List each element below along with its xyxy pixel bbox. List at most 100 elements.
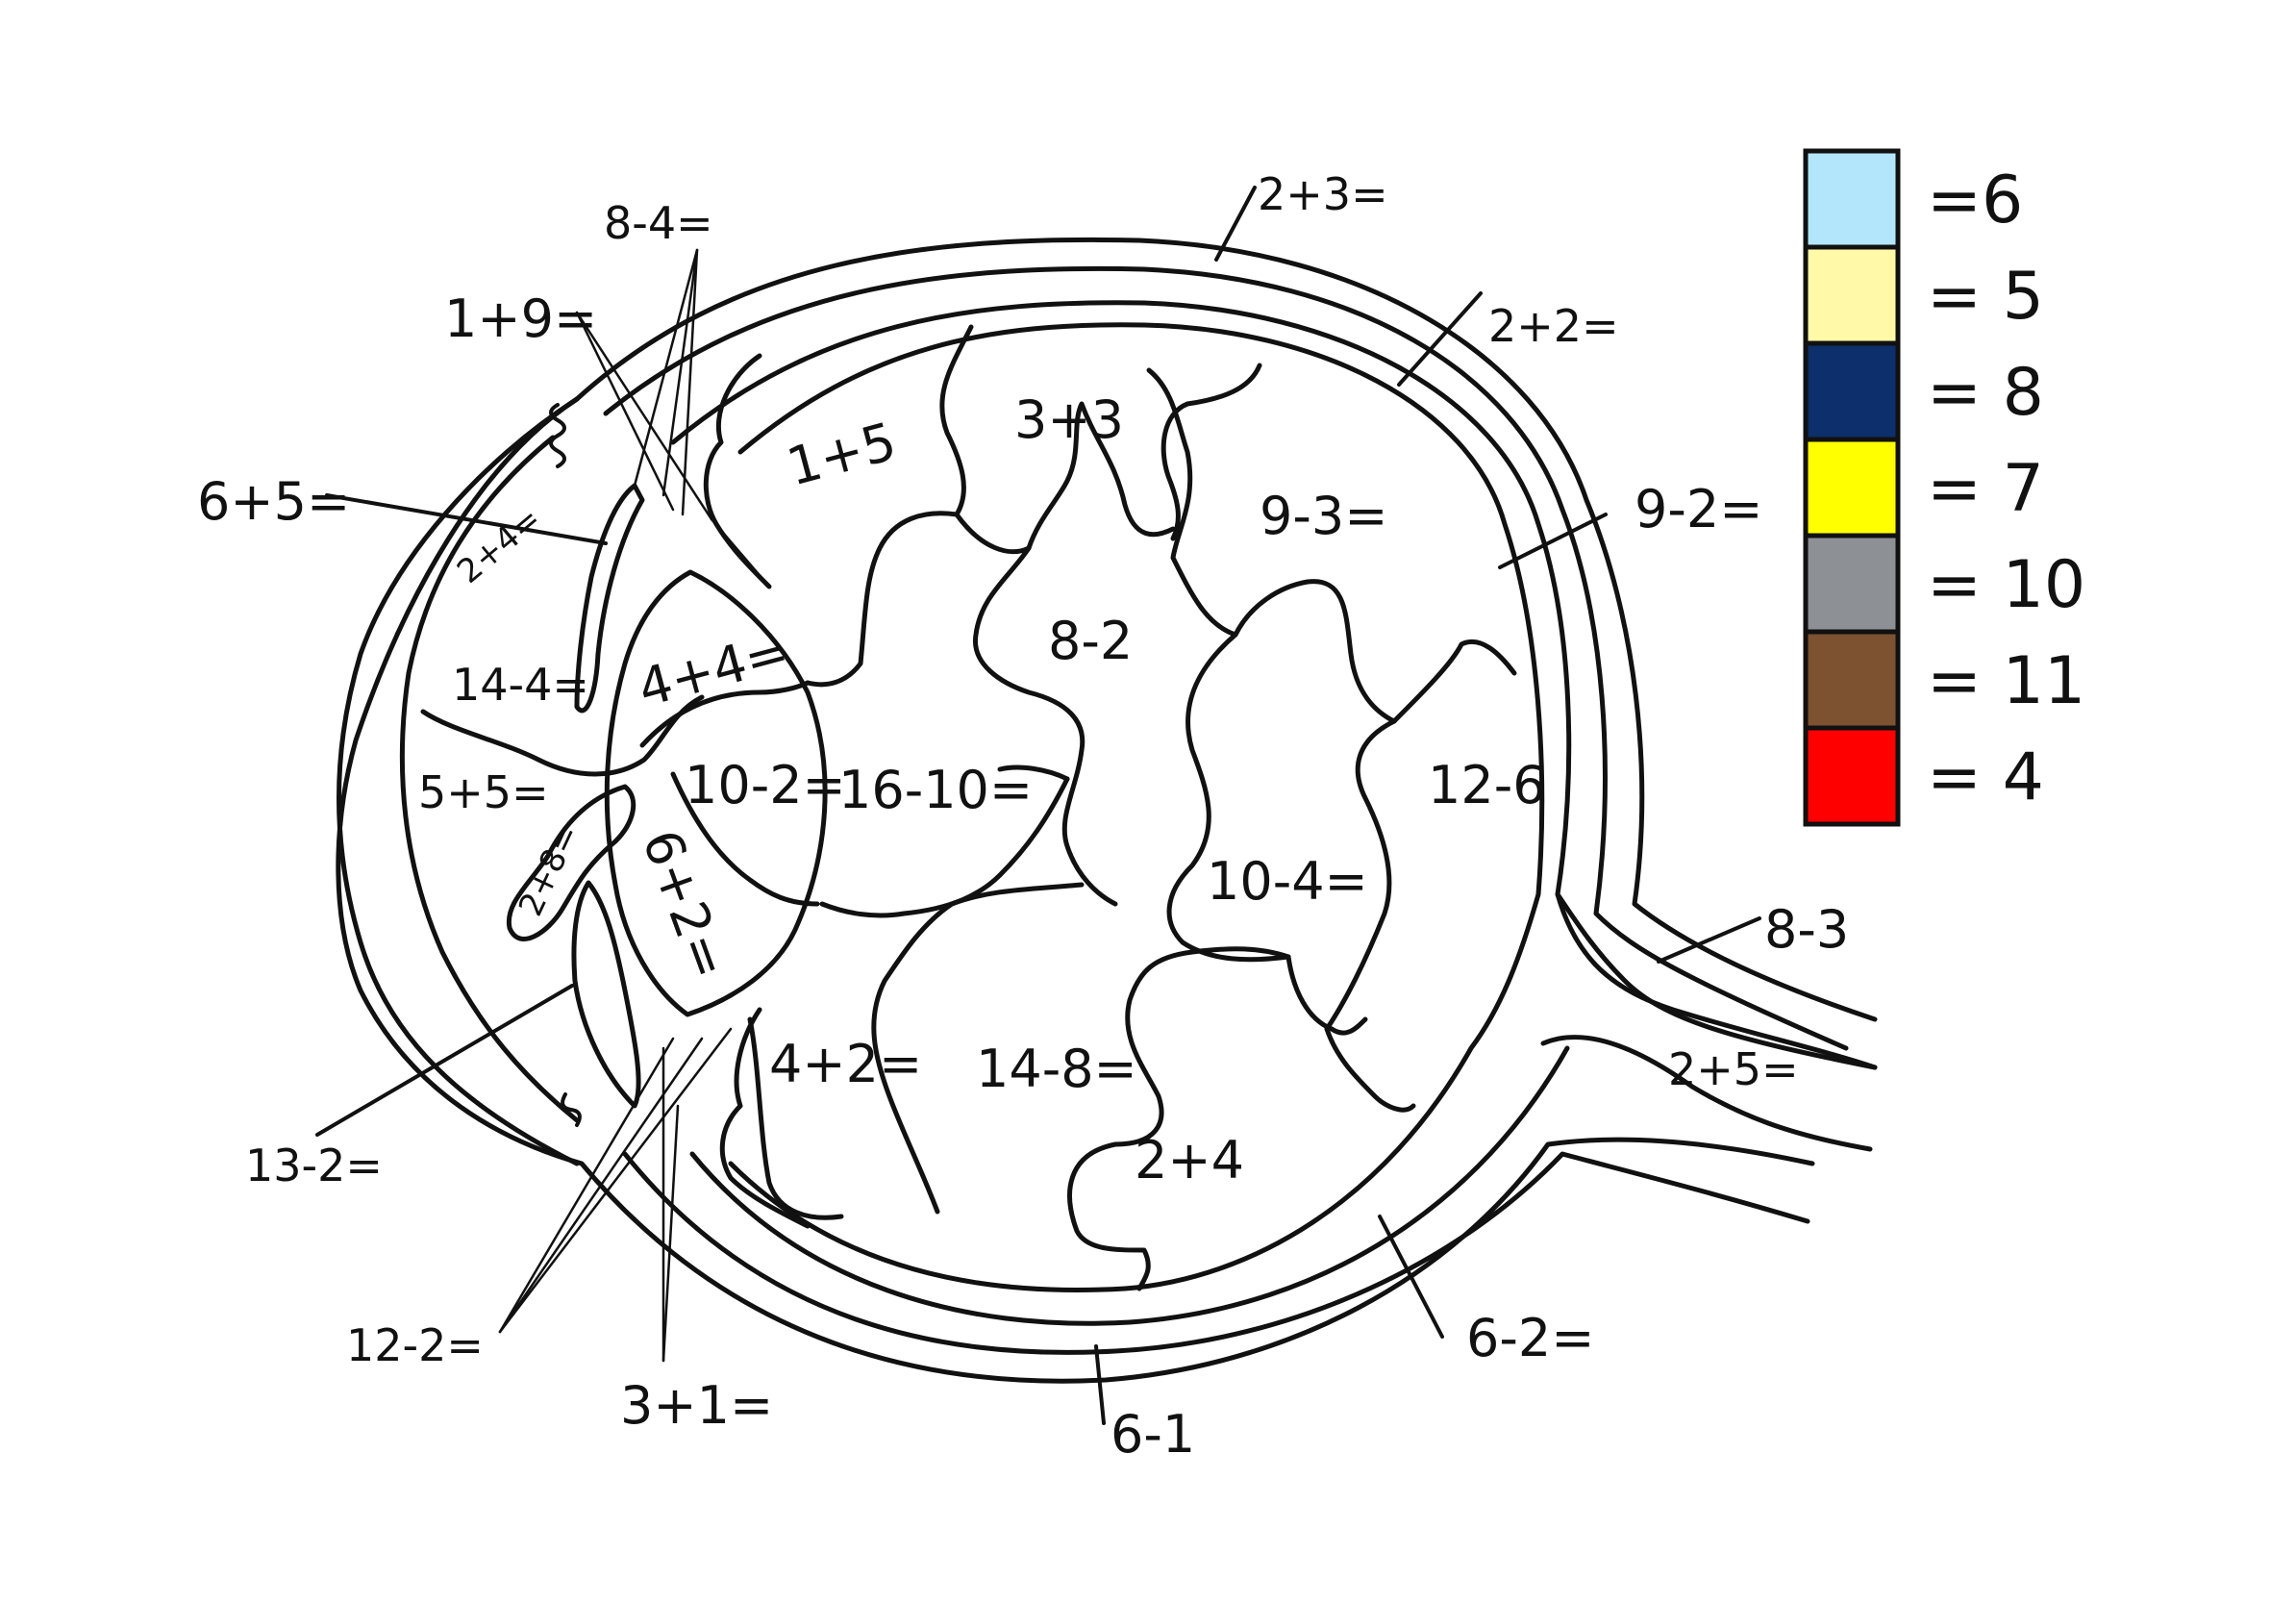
leader-line [315,984,574,1137]
label-outer-bottom: 6-1 [1111,1404,1195,1465]
leader-line [1094,1344,1106,1425]
leader-line [1498,513,1608,569]
cornea-outline [337,396,580,1166]
label-sclera: 2+3= [1258,168,1388,220]
vitreous-divider [1233,579,1397,724]
key-label-4: = 7 [1927,451,2044,527]
lens-outline [604,569,828,1017]
muscle-coil-top [549,403,566,468]
label-lens-bottom: 6+2= [631,822,740,987]
vitreous-divider [1324,1026,1416,1113]
zonule-thread [710,517,771,589]
label-aqueous-upper: 14-4= [452,659,589,711]
zonule-thread [633,248,699,488]
vitreous-divider [997,764,1070,782]
leader-line [1397,291,1483,387]
label-retina: 9-2= [1635,479,1762,539]
vitreous-divider [747,1016,844,1220]
label-sclera-bottom: 6-2= [1466,1308,1594,1368]
zonule-thread [661,1104,680,1363]
vitreous-divider [1067,946,1291,1291]
label-lens-top: 4+4= [632,620,795,718]
label-vitreous-7: 10-4= [1207,851,1368,912]
label-vitreous-10: 2+4 [1135,1130,1244,1190]
choroid-outline-bottom [689,1045,1570,1326]
label-zonule-top: 8-4= [604,197,713,249]
eyeball-layers [336,237,1878,1384]
optic-nerve-lower [1540,1035,1873,1152]
label-vitreous-9: 14-8= [976,1039,1137,1099]
color-key: =6= 5= 8= 7= 10= 11= 4 [1803,148,2085,827]
leader-line [1378,1215,1444,1339]
key-label-1: =6 [1927,163,2023,238]
ciliary-body-bottom [719,1007,811,1229]
ciliary-body-top [703,353,772,589]
zonule-thread [498,1037,704,1334]
label-optic-nerve: 8-3 [1764,899,1849,960]
vitreous-divider [819,776,1070,918]
aqueous-lower-pocket [506,784,636,941]
label-vitreous-4: 8-2 [1048,611,1133,671]
key-swatch-3 [1803,340,1901,442]
label-iris-bottom: 13-2= [245,1140,383,1191]
zonule-thread [681,248,699,516]
anterior-segment [337,248,828,1363]
label-muscle-bottom: 12-2= [346,1319,484,1371]
label-zonule-bottom: 3+1= [620,1375,773,1436]
choroid-outline [670,300,1878,1070]
label-vitreous-2: 3+3 [1014,389,1124,450]
key-label-6: = 11 [1927,643,2085,719]
label-aqueous-lower: 5+5= [418,766,549,818]
region-labels: 2+3= 2+2= 9-2= 8-3 2+5= 6-2= 6-1 3+1= 12… [197,168,1849,1465]
vitreous-divider [1160,363,1262,541]
label-vitreous-1: 1+5 [781,411,902,497]
vitreous-divider [1324,718,1397,1032]
zonule-thread [575,311,675,512]
vitreous-divider [1285,954,1368,1036]
leader-lines [315,186,1761,1425]
lens-inner-divider-bottom [670,771,820,907]
leader-line [1214,186,1257,262]
vitreous-divider [939,324,1032,555]
vitreous-divider [871,882,1085,1215]
zonule-thread [661,248,699,497]
zonule-thread [498,1037,675,1334]
label-cornea: 6+5= [197,471,350,532]
label-vitreous-6: 12-6 [1428,755,1546,815]
sclera-middle-outline [603,265,1849,1051]
leader-line [1657,916,1761,964]
optic-nerve-inner [1555,891,1878,1070]
key-swatch-5 [1803,533,1901,635]
sclera-middle-outline-bottom [622,1151,1810,1355]
lens-inner-divider-top [639,680,811,748]
label-vitreous-5: 16-10= [838,760,1033,820]
vitreous-divider [805,511,960,688]
retina-outline [728,322,1545,1292]
label-vitreous-8: 4+2= [769,1034,922,1094]
sclera-outer-outline [574,237,1878,1022]
key-swatch-4 [1803,437,1901,539]
key-label-3: = 8 [1927,355,2044,431]
iris-lower [571,880,641,1109]
vitreous-divider [1391,639,1517,724]
label-lens-mid: 10-2= [685,755,846,815]
label-choroid: 2+2= [1488,300,1619,352]
zonule-thread [498,1027,733,1334]
label-muscle-top: 1+9= [444,288,597,349]
key-label-2: = 5 [1927,259,2044,335]
vitreous-divider [1166,632,1291,963]
zonule-thread [575,311,713,521]
vitreous-regions [747,324,1517,1291]
key-swatch-7 [1803,725,1901,827]
cornea-inner-outline [399,435,580,1123]
key-swatch-1 [1803,148,1901,250]
key-swatch-6 [1803,629,1901,731]
vitreous-divider [1026,401,1176,551]
key-swatch-2 [1803,244,1901,346]
key-label-5: = 10 [1927,547,2085,623]
vitreous-divider [973,545,1118,907]
leader-line [325,493,608,545]
aqueous-divider [420,694,705,777]
muscle-coil-bottom [561,1092,582,1127]
